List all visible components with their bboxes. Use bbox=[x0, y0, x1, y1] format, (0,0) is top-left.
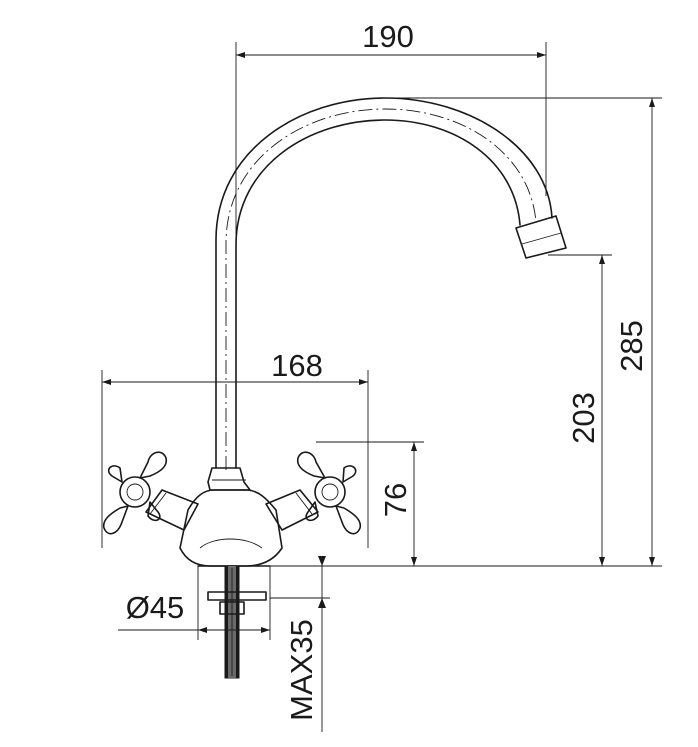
dimension-lines bbox=[101, 42, 662, 732]
spout-outer-edge bbox=[215, 97, 553, 469]
spout-inner-edge bbox=[235, 119, 521, 469]
label-spout-reach: 190 bbox=[362, 19, 414, 54]
left-cartridge bbox=[145, 489, 199, 531]
label-max-deck-thickness: MAX35 bbox=[284, 619, 319, 721]
label-handle-span: 168 bbox=[271, 348, 323, 383]
right-cartridge bbox=[265, 489, 319, 531]
aerator-tip bbox=[515, 215, 567, 259]
label-spout-height: 203 bbox=[566, 392, 601, 444]
spout-collar bbox=[207, 467, 251, 491]
dim-35-arrow-top bbox=[318, 556, 326, 566]
fixing-nut bbox=[219, 601, 245, 615]
label-hole-diameter: Ø45 bbox=[126, 590, 185, 625]
mounting-stud bbox=[224, 565, 240, 679]
faucet-outline bbox=[102, 97, 567, 679]
dim-35-arrow-bottom bbox=[318, 598, 326, 608]
spout-centerline bbox=[225, 108, 537, 470]
right-cross-handle bbox=[296, 451, 362, 535]
label-handle-height: 76 bbox=[378, 483, 413, 517]
fixing-plate bbox=[207, 591, 267, 601]
left-cartridge-line bbox=[149, 492, 167, 515]
aerator-line bbox=[521, 232, 562, 245]
dimension-labels: 190 168 285 203 76 Ø45 MAX35 bbox=[126, 19, 649, 721]
left-cross-handle bbox=[102, 451, 168, 535]
valve-body bbox=[179, 489, 283, 567]
valve-body-contour bbox=[199, 538, 263, 549]
label-total-height: 285 bbox=[614, 320, 649, 372]
